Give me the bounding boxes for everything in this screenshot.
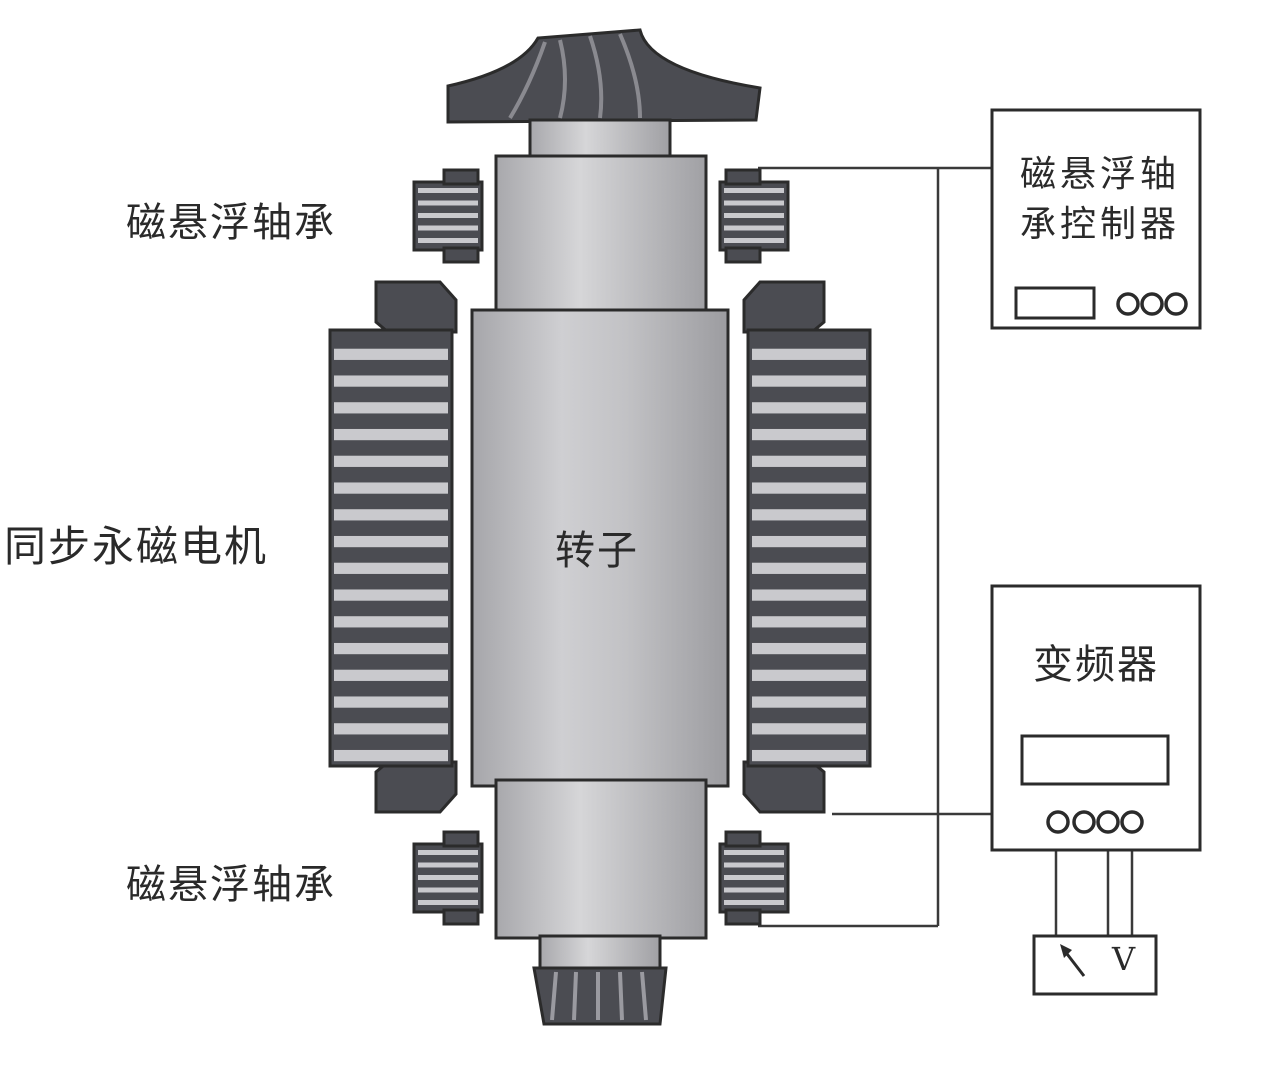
- stator-lamination: [334, 642, 448, 655]
- bearing-controller-box: [990, 108, 1202, 330]
- stator-lamination: [752, 749, 866, 762]
- stator-clamp-bottom: [742, 760, 826, 814]
- rotor-journal-bottom: [494, 778, 708, 940]
- stator-lamination: [752, 509, 866, 521]
- stator-lamination: [334, 482, 448, 494]
- label-bearing-controller: 磁悬浮轴承控制器: [1019, 154, 1180, 245]
- inverter-display: [1020, 734, 1170, 786]
- label-inverter: 变频器: [1033, 642, 1159, 688]
- bearing-coil-top-left: [412, 168, 484, 264]
- controller-knob-2: [1140, 292, 1164, 316]
- voltmeter: [1032, 934, 1158, 996]
- stator-right: [742, 280, 872, 814]
- stator-lamination: [752, 723, 866, 735]
- controller-knob-1: [1116, 292, 1140, 316]
- stator-clamp-top: [742, 280, 826, 334]
- stator-lamination: [334, 455, 448, 467]
- stator-lamination: [334, 375, 448, 387]
- label-synchronous-motor: 同步永磁电机: [4, 522, 269, 571]
- stator-lamination: [334, 749, 448, 762]
- inverter-terminal-3: [1096, 810, 1120, 834]
- rotor-journal-top: [494, 154, 708, 318]
- stator-clamp-top: [374, 280, 458, 334]
- stator-lamination: [334, 669, 448, 681]
- stator-lamination: [334, 723, 448, 735]
- stator-lamination: [752, 455, 866, 467]
- stator-lamination: [334, 696, 448, 708]
- stator-clamp-bottom: [374, 760, 458, 814]
- inverter-terminal-2: [1072, 810, 1096, 834]
- stator-left: [328, 280, 458, 814]
- stator-lamination: [334, 616, 448, 628]
- stator-lamination: [334, 348, 448, 360]
- magnetic-bearings: [412, 168, 790, 926]
- bearing-coil-bottom-left: [412, 830, 484, 926]
- shaft-top: [528, 118, 672, 162]
- stator-lamination: [334, 402, 448, 414]
- stator-lamination: [752, 669, 866, 681]
- controller-display: [1014, 286, 1096, 320]
- stator-lamination: [752, 428, 866, 441]
- stator-lamination: [752, 616, 866, 628]
- stator-lamination: [752, 482, 866, 494]
- bearing-coil-bottom-right: [718, 830, 790, 926]
- shaft-bottom: [538, 934, 662, 970]
- stator-lamination: [752, 642, 866, 655]
- label-rotor: 转子: [555, 528, 639, 574]
- controller-knob-3: [1164, 292, 1188, 316]
- stator-lamination: [752, 375, 866, 387]
- stator-lamination: [334, 509, 448, 521]
- stator-lamination: [334, 589, 448, 601]
- stator-lamination: [752, 535, 866, 548]
- stator-lamination: [752, 402, 866, 414]
- inverter-terminal-1: [1046, 810, 1070, 834]
- label-bearing-top: 磁悬浮轴承: [126, 200, 336, 246]
- stator-lamination: [334, 428, 448, 441]
- stator-lamination: [334, 535, 448, 548]
- stator-lamination: [752, 562, 866, 574]
- impeller-bottom: [532, 966, 668, 1026]
- inverter-box: [990, 584, 1202, 852]
- inverter-terminal-4: [1120, 810, 1144, 834]
- stator-lamination: [752, 696, 866, 708]
- stator-lamination: [334, 562, 448, 574]
- impeller-top: [446, 28, 762, 124]
- stator-lamination: [752, 348, 866, 360]
- stator-lamination: [752, 589, 866, 601]
- motor-stator: [328, 280, 872, 814]
- label-bearing-bottom: 磁悬浮轴承: [126, 862, 336, 908]
- bearing-coil-top-right: [718, 168, 790, 264]
- label-voltmeter: V: [1112, 940, 1138, 978]
